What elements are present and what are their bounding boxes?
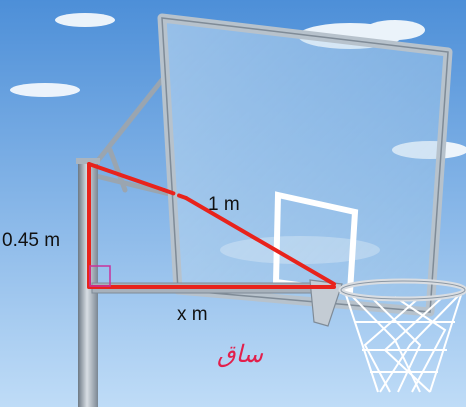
triangle-hypotenuse-back: [184, 196, 336, 286]
backboard-glass: [162, 18, 448, 312]
vertical-side-label: 0.45 m: [2, 230, 60, 251]
shooter-square: [272, 191, 359, 296]
support-arms: [89, 77, 185, 200]
net-mesh-4: [363, 296, 421, 393]
net-mesh-2: [369, 295, 422, 393]
hypotenuse-label: 1 m: [208, 194, 240, 215]
pole-cap: [76, 158, 100, 164]
hoop-rim-edge: [340, 280, 466, 300]
right-angle-mark: [89, 265, 111, 287]
diagonal-brace: [89, 172, 185, 200]
net: [344, 291, 463, 393]
cloud-1: [55, 13, 115, 27]
upper-support-arm: [89, 77, 165, 171]
middle-brace: [107, 147, 128, 193]
net-outline-right: [429, 291, 463, 393]
backboard: [157, 13, 453, 317]
horizontal-side-label: x m: [177, 304, 208, 325]
triangle-hypotenuse-hidden: [162, 188, 188, 200]
backboard-frame-edge: [161, 17, 449, 313]
cloud-3: [365, 20, 425, 40]
right-triangle: [87, 162, 336, 289]
handwritten-note: ساق: [217, 340, 264, 368]
net-outline-left: [344, 291, 379, 393]
triangle-hypotenuse-front: [87, 162, 166, 192]
cloud-4: [10, 83, 80, 97]
net-mesh-6: [379, 293, 461, 393]
